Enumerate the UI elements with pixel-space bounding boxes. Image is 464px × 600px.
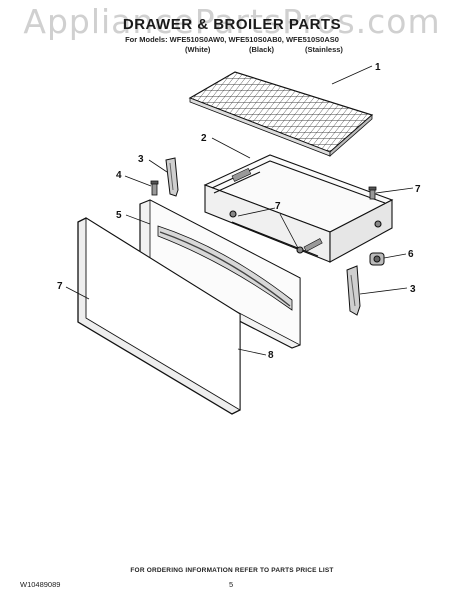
screw-part-4 (150, 180, 159, 196)
leader-lines (65, 65, 414, 356)
variant-stainless-label: (Stainless) (305, 45, 343, 54)
model-list: For Models: WFE510S0AW0, WFE510S0AB0, WF… (125, 35, 339, 44)
callout-3-right: 3 (410, 284, 416, 295)
callout-7-right: 7 (415, 184, 421, 195)
callout-4: 4 (116, 170, 122, 181)
callout-7-center: 7 (275, 201, 281, 212)
callout-1: 1 (375, 62, 381, 73)
page-title: DRAWER & BROILER PARTS (122, 16, 342, 33)
callout-8: 8 (268, 350, 274, 361)
callout-5: 5 (116, 210, 122, 221)
callout-6: 6 (408, 249, 414, 260)
ordering-note: FOR ORDERING INFORMATION REFER TO PARTS … (130, 567, 334, 574)
variant-white-label: (White) (185, 45, 211, 54)
document-id: W10489089 (20, 580, 61, 589)
broiler-grid-rack (188, 71, 374, 157)
drawer-slide-bracket-right (346, 265, 361, 316)
screw-part-7-right (368, 186, 377, 200)
drawer-front-panel (77, 217, 241, 415)
roller-part-6 (369, 252, 385, 266)
callout-labels: 1 2 3 4 5 7 7 7 6 3 8 (57, 62, 421, 361)
callout-2: 2 (201, 133, 207, 144)
callout-7-left: 7 (57, 281, 63, 292)
variant-black-label: (Black) (249, 45, 275, 54)
page-number: 5 (229, 580, 234, 589)
drawer-body (203, 154, 394, 263)
drawer-slide-bracket-left (165, 157, 179, 197)
callout-3-left: 3 (138, 154, 144, 165)
